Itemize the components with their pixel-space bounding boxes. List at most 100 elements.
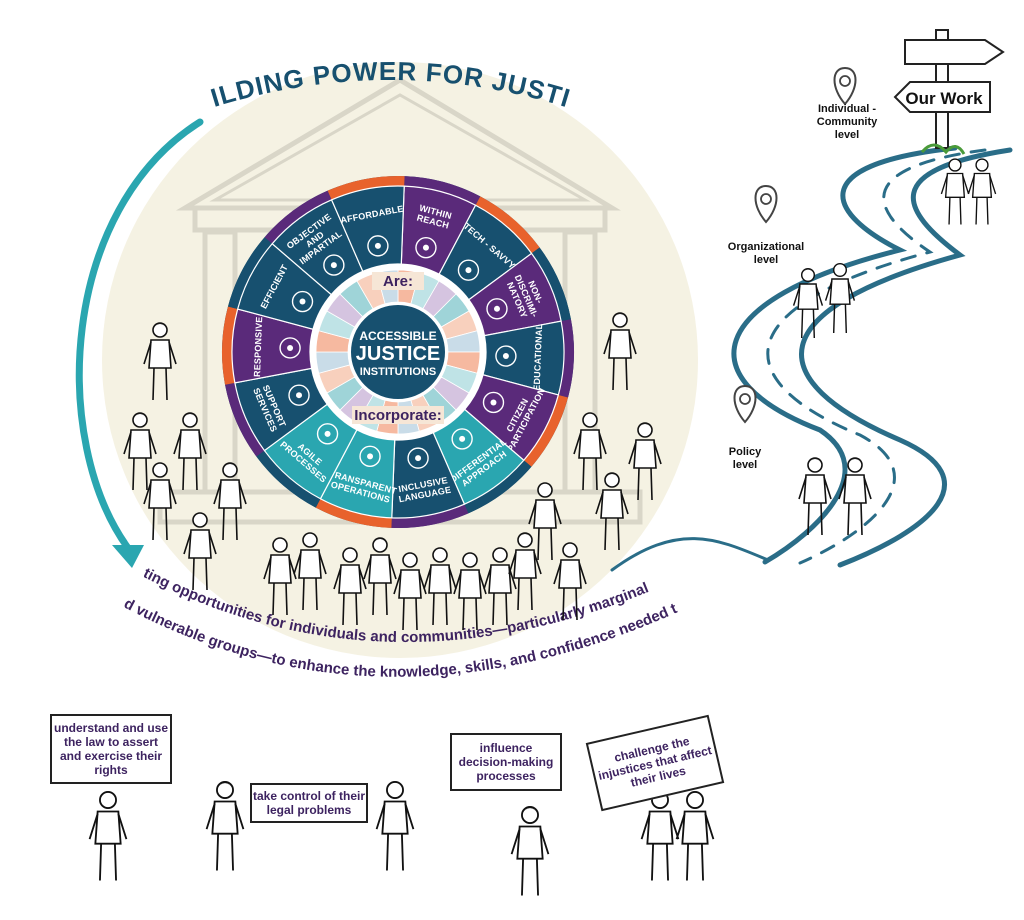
person-figure	[143, 462, 177, 541]
person-figure	[88, 791, 128, 881]
map-icon	[415, 236, 437, 259]
crowd-illustration	[123, 158, 997, 631]
segment-accent-band	[523, 394, 569, 467]
person-figure	[423, 547, 457, 626]
segment-accent-band	[464, 460, 532, 514]
computer-icon	[457, 259, 480, 281]
person-figure	[824, 262, 856, 334]
segment-accent-band	[475, 196, 540, 254]
signpost-ourwork-arrow	[893, 81, 991, 113]
wheel-segment: NON-DISCRIMI-NATORY	[467, 247, 571, 337]
outcome-sign-influence: influence decision-making processes	[450, 733, 562, 791]
person-figure	[510, 806, 550, 896]
incorporate-band	[352, 406, 444, 424]
person-figure	[363, 537, 397, 616]
person-figure	[183, 512, 217, 591]
segment-accent-band	[256, 450, 321, 508]
outcome-text-rights: understand and use the law to assert and…	[53, 721, 169, 777]
person-figure	[123, 412, 157, 491]
person-figure	[263, 537, 297, 616]
support-icon	[288, 384, 310, 406]
outcome-sign-rights: understand and use the law to assert and…	[50, 714, 172, 784]
outcome-figures	[88, 781, 715, 896]
are-band	[372, 272, 424, 290]
globe-people-icon	[486, 298, 508, 320]
outcome-text-control: take control of their legal problems	[252, 789, 365, 817]
person-figure	[603, 312, 637, 391]
person-figure	[528, 482, 562, 561]
winding-road	[610, 145, 1013, 572]
segment-accent-band	[227, 237, 273, 310]
money-icon	[367, 235, 389, 257]
person-figure	[967, 158, 997, 225]
wheel-segment: TECH - SAVVY	[438, 196, 540, 301]
are-label: Are:	[383, 273, 413, 290]
segment-label: EDUCATIONAL	[532, 323, 545, 391]
segment-accent-band	[264, 190, 332, 244]
wheel-segment: INCLUSIVELANGUAGE	[391, 431, 469, 528]
person-figure	[293, 532, 327, 611]
segment-label: RESPONSIVE	[252, 316, 264, 377]
cycle-arrow-head	[112, 545, 144, 568]
process-icon	[316, 423, 339, 445]
person-figure	[798, 457, 832, 536]
scales-icon	[323, 254, 345, 276]
person-figure	[213, 462, 247, 541]
wheel-segment: DIFFERENTIALAPPROACH	[432, 408, 532, 514]
speech-bubbles-icon	[407, 447, 429, 469]
wheel-segment: TRANSPARENTOPERATIONS	[315, 428, 398, 528]
wheel-segment: WITHINREACH	[400, 176, 481, 276]
person-figure	[375, 781, 415, 871]
person-figure	[143, 322, 177, 401]
wheel-segment: EFFICIENT	[227, 237, 333, 330]
incorporate-label: Incorporate:	[354, 407, 442, 424]
outcome-sign-control: take control of their legal problems	[250, 783, 368, 823]
wheel-segment: AGILEPROCESSES	[256, 403, 358, 508]
person-figure	[940, 158, 970, 225]
signpost-top-arrow	[904, 39, 1005, 65]
target-icon	[291, 290, 314, 313]
person-figure	[483, 547, 517, 626]
segment-accent-band	[531, 247, 571, 322]
hub-line-2: JUSTICE	[356, 343, 440, 365]
segment-accent-band	[225, 382, 265, 457]
wheel-segment: EDUCATIONAL	[482, 319, 574, 398]
person-figure	[640, 791, 680, 881]
outcome-text-challenge: challenge the injustices that affect the…	[596, 733, 714, 790]
wheel-segment: OBJECTIVEANDIMPARTIAL	[264, 190, 364, 296]
person-figure	[675, 791, 715, 881]
person-figure	[595, 472, 629, 551]
hub-line-3: INSTITUTIONS	[360, 366, 436, 378]
outcome-text-influence: influence decision-making processes	[458, 741, 554, 783]
lightbulb-icon	[495, 345, 517, 367]
person-figure	[838, 457, 872, 536]
person-figure	[393, 552, 427, 631]
person-figure	[573, 412, 607, 491]
cycle-arrow	[75, 118, 204, 552]
flag-person-icon	[279, 337, 301, 359]
person-figure	[628, 422, 662, 501]
signpost-ourwork-label: Our Work	[905, 89, 983, 108]
magnifier-icon	[359, 445, 381, 468]
person-figure	[508, 532, 542, 611]
person-figure	[205, 781, 245, 871]
person-figure	[453, 552, 487, 631]
wheel-segment: SUPPORTSERVICES	[225, 367, 329, 457]
hub-line-1: ACCESSIBLE	[359, 329, 436, 343]
crowd-icon	[482, 391, 505, 414]
person-figure	[333, 547, 367, 626]
person-figure	[792, 267, 824, 339]
signpost: Our Work	[893, 29, 1005, 155]
fan-icon	[451, 428, 473, 450]
person-figure	[173, 412, 207, 491]
